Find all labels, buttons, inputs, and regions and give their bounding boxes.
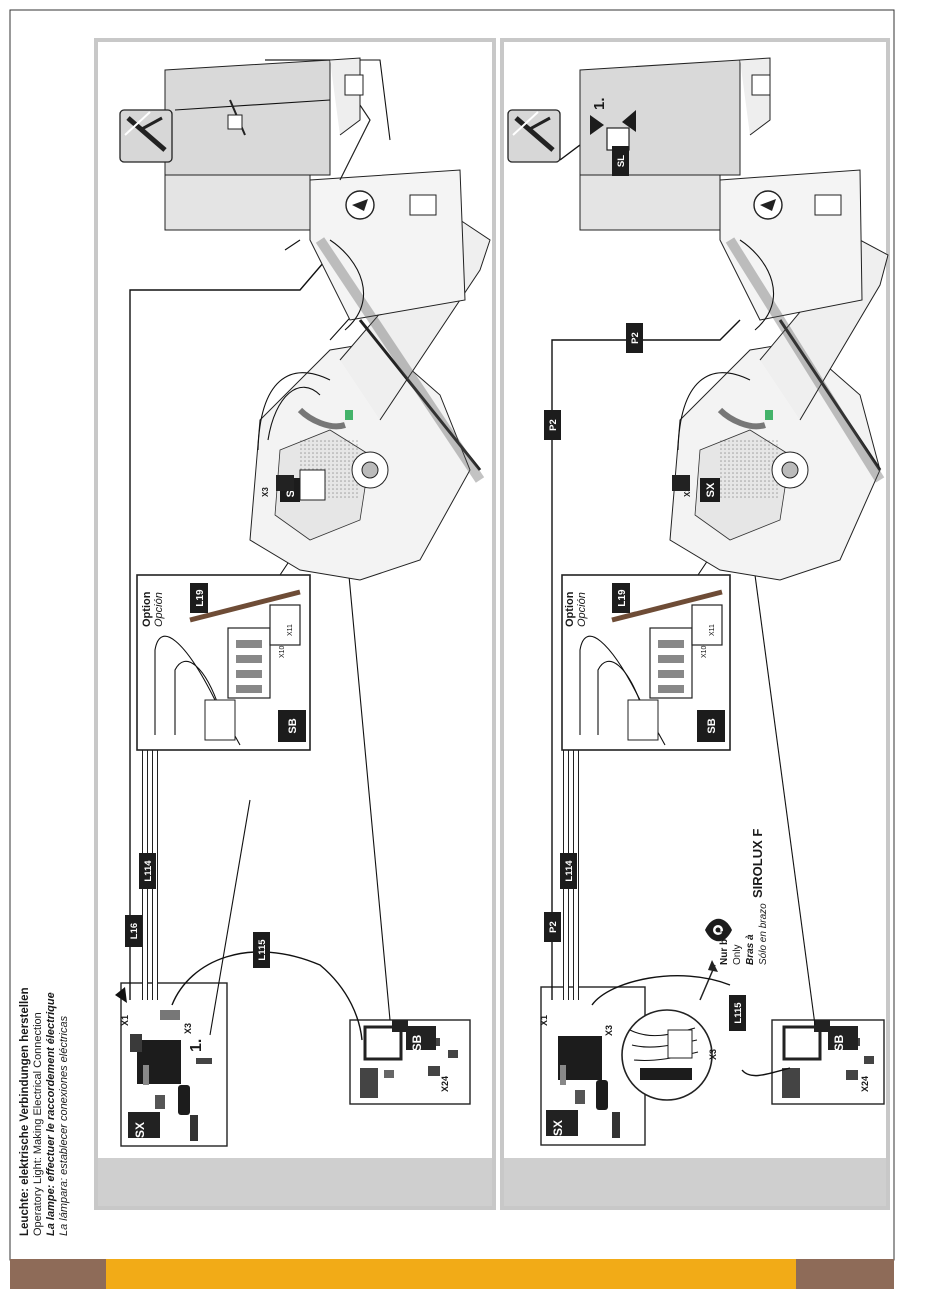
- sx-label-b: SX: [551, 1120, 565, 1136]
- x11-label-a: X11: [287, 624, 294, 636]
- sb-detail-label-b: SB: [706, 718, 718, 733]
- step-label-b: 1.: [591, 97, 608, 110]
- option-label-a: Option: [141, 591, 153, 627]
- page-heading: Leuchte: elektrische Verbindungen herste…: [19, 987, 70, 1236]
- option-label-b: Option: [564, 591, 576, 627]
- l115-label-b: L115: [733, 1002, 744, 1024]
- sb-board-b: SB X24: [771, 1019, 885, 1105]
- sb-detail-label-a: SB: [287, 718, 299, 733]
- x3-zoom-detail: X3: [621, 960, 718, 1101]
- sb-label-b: SB: [832, 1034, 846, 1051]
- eye-icon: [705, 918, 732, 942]
- x3-label-a: X3: [183, 1023, 193, 1034]
- heading-en: Operatory Light: Making Electrical Conne…: [32, 1012, 44, 1236]
- panel-a: SX X1 X3 1. SB X24: [94, 38, 496, 1210]
- lamp-unit-a: SX X3: [249, 219, 491, 581]
- x1-label-b: X1: [539, 1015, 549, 1026]
- model-name: SIROLUX F: [750, 829, 765, 898]
- x3-detail-label-b: X3: [708, 1049, 718, 1060]
- l115-label-a: L115: [257, 939, 268, 961]
- sb-label-a: SB: [410, 1034, 424, 1051]
- note-fr-b: Bras à: [745, 934, 756, 965]
- l16-label-a: L16: [129, 923, 140, 939]
- step-label-a: 1.: [188, 1039, 205, 1052]
- p2-label-b-top: P2: [630, 332, 641, 344]
- sl-label-b: SL: [616, 155, 627, 167]
- p2-label-b-mid: P2: [548, 419, 559, 431]
- p2-label-b: P2: [548, 921, 559, 933]
- x1-label-a: X1: [120, 1015, 130, 1026]
- sx-board-b: SX X1 X3: [539, 986, 646, 1146]
- sx-label-a: SX: [133, 1122, 147, 1138]
- note-en-b: Only: [732, 944, 743, 965]
- heading-de: Leuchte: elektrische Verbindungen herste…: [19, 987, 31, 1236]
- sb-detail-a: L19 SB X10 X11: [136, 574, 311, 751]
- l114-label-b: L114: [564, 860, 575, 882]
- sx-unit-label-b: SX: [705, 482, 717, 497]
- sb-board-a: SB X24: [349, 1019, 471, 1105]
- sx-board-a: SX X1 X3 1.: [115, 982, 228, 1147]
- sl-connector: SL 1.: [590, 97, 636, 176]
- l114-label-a: L114: [143, 860, 154, 882]
- screwdriver-icon: [119, 109, 173, 163]
- footer-brown-left: [10, 1259, 106, 1289]
- opcion-label-a: Opción: [153, 592, 165, 627]
- x24-label-a: X24: [440, 1076, 450, 1092]
- note-de-b: Nur bei: [719, 930, 730, 965]
- heading-fr: La lampe: effectuer le raccordement élec…: [45, 992, 57, 1236]
- l19-label-a: L19: [195, 589, 206, 607]
- x24-label-b: X24: [860, 1076, 870, 1092]
- screwdriver-icon-b: [507, 109, 561, 163]
- x10-label-a: X10: [279, 645, 286, 658]
- l19-label-b: L19: [617, 589, 628, 607]
- footer-brown-right: [796, 1259, 894, 1289]
- panel-b: SX X1 X3 X3 Nur bei Only Bras à Sólo en …: [500, 38, 890, 1210]
- housing-a: [164, 57, 485, 483]
- sb-detail-b: L19 SB X10 X11: [561, 574, 731, 751]
- heading-es: La lámpara: establecer conexiones eléctr…: [58, 1015, 70, 1236]
- x3-unit-label-a: X3: [261, 487, 270, 497]
- footer-yellow: [106, 1259, 796, 1289]
- x3-label-b: X3: [604, 1025, 614, 1036]
- x11-label-b: X11: [709, 624, 716, 636]
- x3-unit-label-b: X3: [683, 487, 692, 497]
- x10-label-b: X10: [701, 645, 708, 658]
- note-es-b: Sólo en brazo: [758, 903, 769, 965]
- opcion-label-b: Opción: [576, 592, 588, 627]
